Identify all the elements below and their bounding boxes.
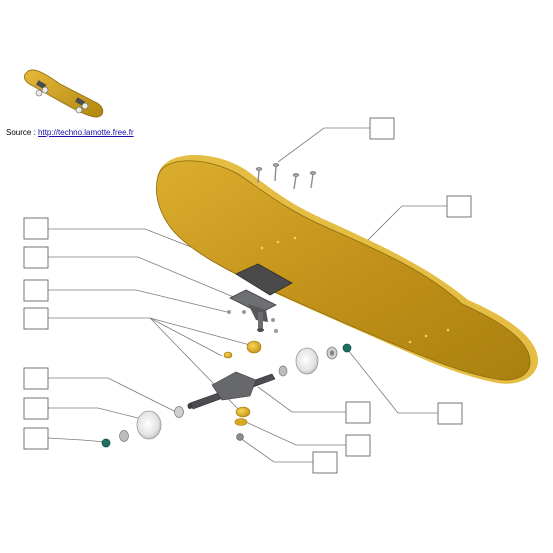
axle-nut (342, 343, 352, 353)
upper-bushings (223, 340, 262, 359)
deck-bolt-hole (276, 240, 280, 244)
label-box (369, 117, 395, 140)
label-box (23, 279, 49, 302)
label-box (23, 367, 49, 390)
label-box (312, 451, 338, 474)
bearing-inner (330, 350, 334, 356)
axle-washer (119, 430, 129, 442)
kingpin (258, 312, 263, 330)
wheel (136, 410, 162, 440)
label-box (345, 434, 371, 457)
thumbnail-wheel (41, 86, 49, 94)
deck-bolt-hole (424, 334, 428, 338)
thumbnail-wheel (75, 106, 83, 114)
thumbnail-wheel (81, 102, 89, 110)
mounting-screws (255, 162, 317, 190)
lower-bushing (235, 406, 251, 418)
deck-bolt-hole (446, 328, 450, 332)
source-link[interactable]: http://techno.lamotte.free.fr (38, 128, 134, 137)
leader-line-bearing (48, 377, 177, 413)
deck-bolt-hole (408, 340, 412, 344)
screw-head (309, 170, 317, 175)
leader-line-hanger (257, 386, 346, 413)
source-label: Source : (6, 128, 39, 137)
leader-line-wheel (48, 407, 147, 421)
leader-line-deck (359, 205, 447, 249)
hanger-axle-end (187, 403, 193, 409)
leader-line-washer (48, 289, 228, 313)
leader-line-screws (277, 127, 370, 163)
axle-washer (278, 365, 288, 377)
truck-hanger (187, 371, 276, 410)
screw-head (255, 166, 263, 171)
truck-baseplate (229, 289, 277, 332)
leader-line-bushing-b (149, 317, 223, 357)
wheel (295, 347, 319, 375)
screw (257, 169, 260, 184)
screw (274, 165, 277, 182)
leader-line-kingpin-nut (239, 437, 313, 463)
screw-head (292, 172, 300, 177)
lower-bushing-cup (234, 418, 248, 426)
washer (242, 310, 246, 314)
bushing (246, 340, 262, 354)
bearing (174, 406, 184, 418)
screw (293, 175, 297, 190)
screw (310, 173, 314, 189)
leader-line-bushing (48, 317, 251, 346)
label-box (437, 402, 463, 425)
label-box (23, 217, 49, 240)
leader-line-axle-nut (347, 349, 438, 414)
label-box (345, 401, 371, 424)
thumbnail-skateboard (23, 69, 104, 118)
riser-pad (235, 263, 293, 296)
axle-nut (101, 438, 111, 448)
kingpin-bottom (257, 328, 264, 332)
leader-line-bushing-lower (245, 421, 346, 446)
deck-bolt-hole (293, 236, 297, 240)
screw-head (272, 162, 280, 167)
label-box (446, 195, 472, 218)
bushing-small (223, 351, 233, 359)
washer (274, 329, 278, 333)
hanger-body (211, 371, 257, 401)
label-box (23, 397, 49, 420)
thumbnail-truck-front (36, 80, 47, 90)
label-box (23, 307, 49, 330)
leader-lines (47, 127, 447, 463)
source-caption: Source : http://techno.lamotte.free.fr (6, 128, 134, 137)
washer (227, 310, 231, 314)
leader-line-baseplate (48, 256, 237, 299)
leader-line-nut (47, 437, 107, 443)
label-boxes (23, 117, 472, 474)
washer (271, 318, 275, 322)
label-box (23, 427, 49, 450)
right-wheel-stack (278, 343, 352, 377)
left-wheel-stack (101, 406, 184, 448)
kingpin-nut (236, 433, 244, 441)
thumbnail-wheel (35, 89, 43, 97)
label-box (23, 246, 49, 269)
deck-bolt-hole (260, 246, 264, 250)
